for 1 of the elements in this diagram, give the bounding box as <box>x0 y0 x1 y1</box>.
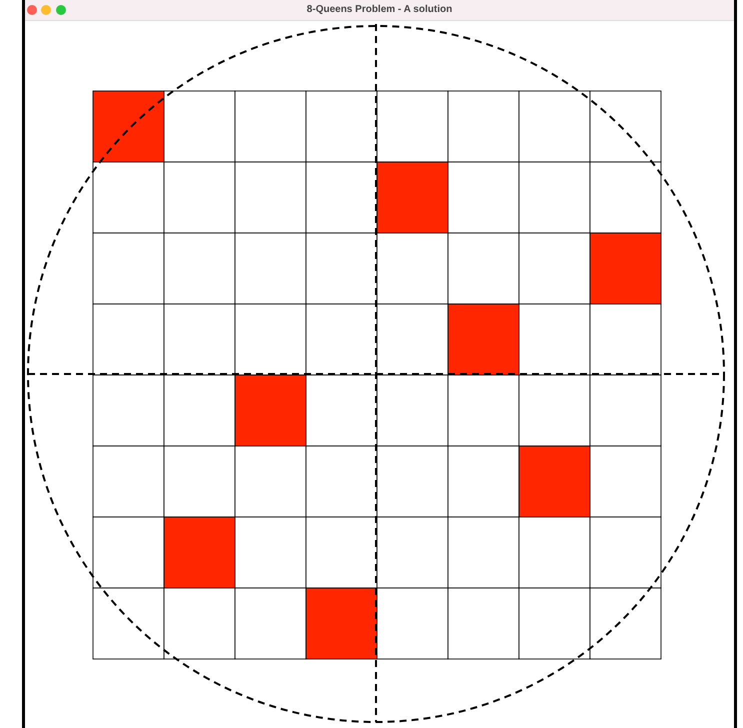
window-title: 8-Queens Problem - A solution <box>306 4 452 15</box>
